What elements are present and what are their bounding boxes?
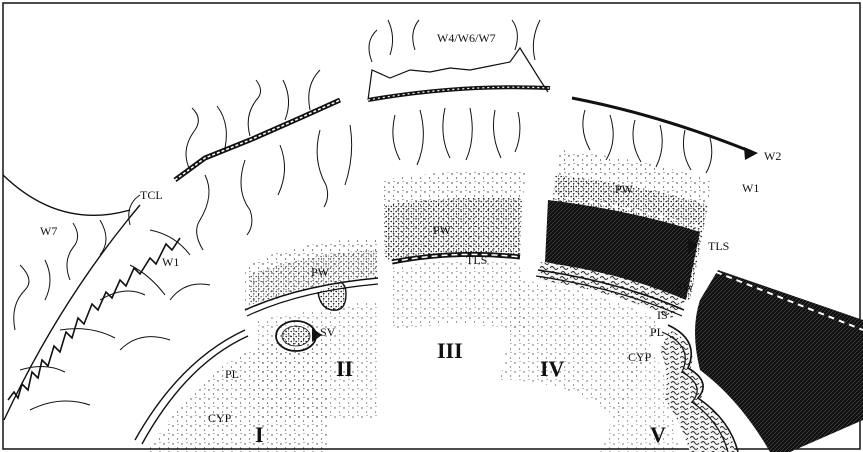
label-pw-4: PW (615, 182, 634, 196)
label-pw-3: PW (433, 223, 452, 237)
label-pl-right: PL (650, 325, 664, 339)
label-w1-right: W1 (742, 181, 759, 195)
section-label-iii: III (437, 338, 463, 363)
label-is: IS (657, 308, 668, 322)
label-sw: SW (676, 280, 695, 294)
label-pl-left: PL (225, 367, 239, 381)
section-label-iv: IV (540, 356, 565, 381)
label-w4-w6-w7: W4/W6/W7 (437, 31, 496, 45)
label-cyp-right: CYP (628, 350, 652, 364)
label-tls-4: TLS (708, 239, 729, 253)
label-w2: W2 (764, 149, 781, 163)
label-w7-left: W7 (40, 224, 57, 238)
label-sv: SV (320, 325, 336, 339)
label-w1-left: W1 (162, 255, 179, 269)
label-cyp-left: CYP (208, 411, 232, 425)
label-tcl: TCL (140, 188, 163, 202)
label-pw-2: PW (311, 265, 330, 279)
section-label-v: V (650, 422, 666, 447)
section-label-i: I (255, 422, 264, 447)
label-tls-3: TLS (466, 253, 487, 267)
section-label-ii: II (336, 356, 353, 381)
